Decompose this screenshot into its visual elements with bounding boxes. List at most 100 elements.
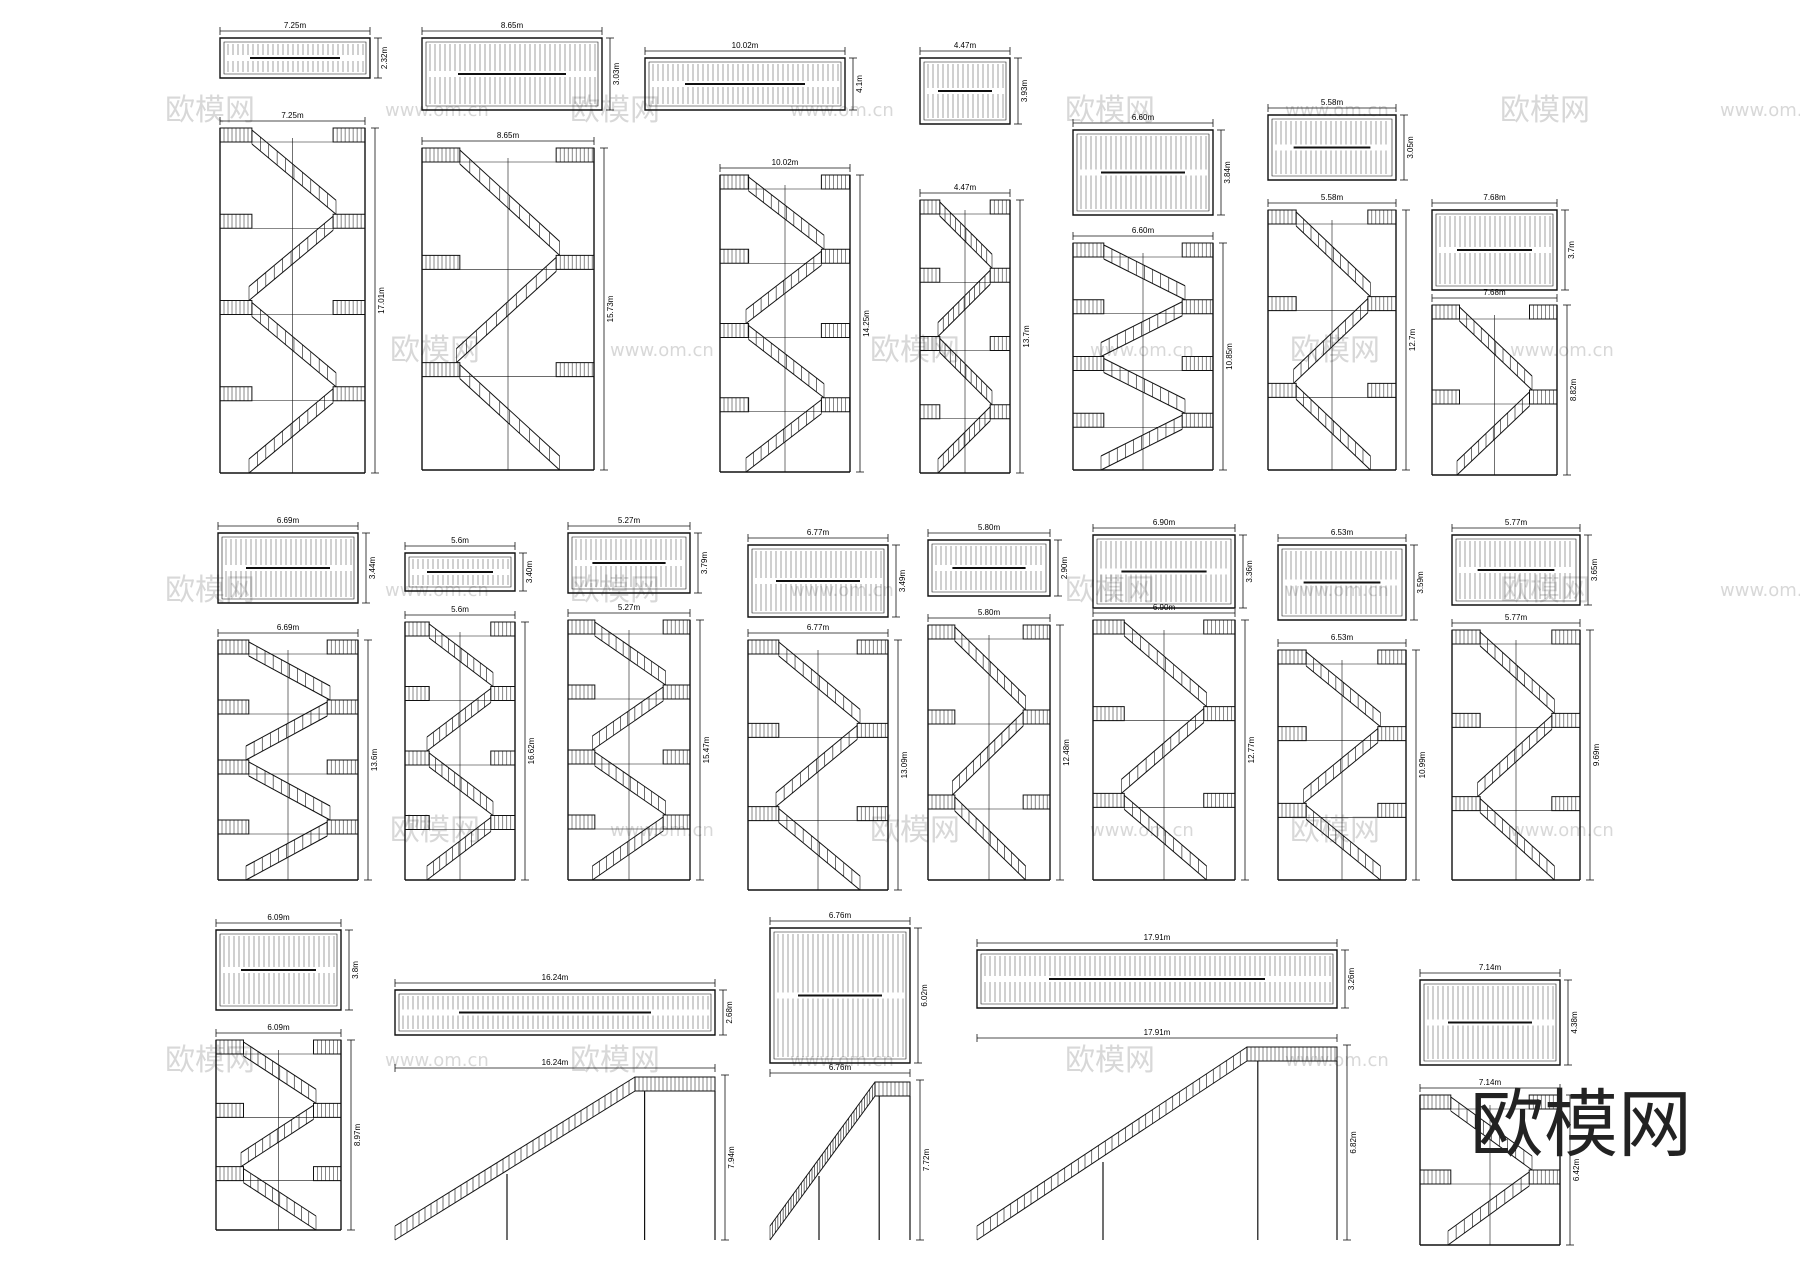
dimension-label-width: 5.6m	[451, 536, 469, 545]
plan-view-19: 17.91m 3.26m	[977, 933, 1356, 1008]
dimension-label-height: 8.82m	[1569, 379, 1578, 402]
dimension-label-height: 15.73m	[606, 295, 615, 322]
plan-view-9: 5.6m3.40m	[405, 536, 534, 591]
elevation-view-4: 4.47m 13.7m	[920, 183, 1031, 473]
dimension-label-width: 5.77m	[1505, 613, 1528, 622]
dimension-label-width: 6.90m	[1153, 603, 1176, 612]
dimension-label-width: 6.76m	[829, 1063, 852, 1072]
dimension-label-width: 10.02m	[732, 41, 759, 50]
dimension-label-width: 5.6m	[451, 605, 469, 614]
dimension-label-height: 3.8m	[351, 961, 360, 979]
dimension-label-width: 6.77m	[807, 623, 830, 632]
elevation-view-6: 5.58m 12.7m	[1268, 193, 1417, 470]
watermark-logo: 欧模网	[1290, 333, 1380, 368]
dimension-label-width: 8.65m	[497, 131, 520, 140]
dimension-label-height: 3.59m	[1416, 571, 1425, 594]
dimension-label-width: 5.27m	[618, 516, 641, 525]
dimension-label-height: 3.49m	[898, 570, 907, 593]
dimension-label-height: 6.02m	[920, 984, 929, 1007]
watermark-url: www.om.cn	[1510, 340, 1614, 361]
dimension-label-width: 7.68m	[1483, 288, 1506, 297]
dimension-label-height: 12.48m	[1062, 739, 1071, 766]
dimension-label-width: 6.90m	[1153, 518, 1176, 527]
dimension-label-height: 3.84m	[1223, 161, 1232, 184]
watermark-url: www.om.cn	[1090, 820, 1194, 841]
watermark-logo: 欧模网	[1500, 93, 1590, 128]
watermark-logo: 欧模网	[165, 573, 255, 608]
dimension-label-height: 8.97m	[353, 1124, 362, 1147]
dimension-label-width: 6.69m	[277, 516, 300, 525]
watermark-url: www.om.cn	[1720, 580, 1800, 601]
dimension-label-width: 7.25m	[284, 21, 307, 30]
dimension-label-height: 2.68m	[725, 1001, 734, 1024]
watermark-logo: 欧模网	[1065, 573, 1155, 608]
dimension-label-width: 4.47m	[954, 41, 977, 50]
watermark-url: www.om.cn	[610, 820, 714, 841]
watermark-logo: 欧模网	[1065, 93, 1155, 128]
dimension-label-width: 5.58m	[1321, 193, 1344, 202]
dimension-label-width: 17.91m	[1144, 933, 1171, 942]
watermark-logo: 欧模网	[870, 813, 960, 848]
watermark-url: www.om.cn	[385, 1050, 489, 1071]
plan-view-18: 6.76m 6.02m	[770, 911, 929, 1063]
dimension-label-width: 4.47m	[954, 183, 977, 192]
plan-view-7: 7.68m 3.7m	[1432, 193, 1576, 290]
dimension-label-height: 10.85m	[1225, 343, 1234, 370]
elevation-view-11: 6.77m 13.09m	[748, 623, 909, 890]
dimension-label-height: 6.42m	[1572, 1159, 1581, 1182]
dimension-label-width: 6.69m	[277, 623, 300, 632]
dimension-label-height: 15.47m	[702, 736, 711, 763]
plan-view-14: 6.53m 3.59m	[1278, 528, 1425, 620]
plan-view-16: 6.09m 3.8m	[216, 913, 360, 1010]
watermark-logo: 欧模网	[165, 93, 255, 128]
watermark-logo: 欧模网	[390, 813, 480, 848]
dimension-label-height: 13.09m	[900, 751, 909, 778]
dimension-label-height: 12.7m	[1408, 329, 1417, 352]
dimension-label-height: 2.90m	[1060, 557, 1069, 580]
dimension-label-height: 10.99m	[1418, 751, 1427, 778]
dimension-label-height: 3.93m	[1020, 80, 1029, 103]
dimension-label-height: 3.65m	[1590, 559, 1599, 582]
dimension-label-width: 16.24m	[542, 973, 569, 982]
dimension-label-height: 13.7m	[1022, 325, 1031, 348]
dimension-label-height: 9.69m	[1592, 744, 1601, 767]
dimension-label-width: 6.53m	[1331, 528, 1354, 537]
elevation-view-17: 16.24m 7.94m	[395, 1058, 736, 1240]
dimension-label-width: 6.53m	[1331, 633, 1354, 642]
dimension-label-height: 3.26m	[1347, 968, 1356, 991]
dimension-label-width: 16.24m	[542, 1058, 569, 1067]
dimension-label-height: 17.01m	[377, 287, 386, 314]
dimension-label-height: 3.03m	[612, 63, 621, 86]
dimension-label-height: 3.7m	[1567, 241, 1576, 259]
watermark-url: www.om.cn	[610, 340, 714, 361]
watermark-logo: 欧模网	[1065, 1043, 1155, 1078]
plan-view-4: 4.47m 3.93m	[920, 41, 1029, 124]
dimension-label-height: 14.25m	[862, 310, 871, 337]
dimension-label-width: 6.76m	[829, 911, 852, 920]
elevation-view-14: 6.53m 10.99m	[1278, 633, 1427, 880]
dimension-label-height: 3.79m	[700, 552, 709, 575]
watermark-logo: 欧模网	[570, 573, 660, 608]
plan-view-17: 16.24m 2.68m	[395, 973, 734, 1035]
watermark-url: www.om.cn	[1720, 100, 1800, 121]
dimension-label-height: 7.94m	[727, 1146, 736, 1169]
dimension-label-height: 4.38m	[1570, 1011, 1579, 1034]
dimension-label-height: 6.82m	[1349, 1131, 1358, 1154]
dimension-label-width: 7.68m	[1483, 193, 1506, 202]
dimension-label-width: 6.09m	[267, 913, 290, 922]
